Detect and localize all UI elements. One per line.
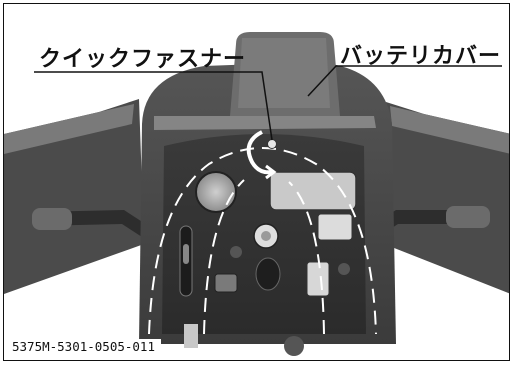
label-quick-fastener: クイックファスナー: [39, 47, 247, 72]
figure-code: 5375M-5301-0505-011: [10, 339, 161, 355]
left-grip: [32, 208, 72, 230]
leader-line-battery-cover: [307, 65, 502, 97]
leader-line-quick-fastener: [34, 71, 273, 141]
figure-frame: クイックファスナー バッテリカバー 5375M-5301-0505-011: [3, 3, 510, 361]
rotation-arrow: [246, 130, 273, 175]
scooter-illustration: [4, 32, 509, 356]
right-grip: [446, 206, 490, 228]
switch: [317, 213, 353, 241]
small-knob: [338, 263, 350, 275]
key-slot: [255, 257, 281, 291]
quick-fastener: [267, 139, 277, 149]
left-fairing-top: [4, 104, 134, 154]
horn-button: [214, 273, 238, 293]
display-window: [269, 171, 357, 211]
speed-dial: [195, 171, 237, 213]
right-fairing-top: [390, 106, 509, 154]
indicator-light: [230, 246, 242, 258]
left-fairing: [4, 99, 144, 294]
label-battery-cover: バッテリカバー: [340, 44, 502, 69]
highlight-area: [148, 147, 377, 335]
right-fairing: [384, 102, 509, 294]
mode-switch: [306, 261, 330, 297]
